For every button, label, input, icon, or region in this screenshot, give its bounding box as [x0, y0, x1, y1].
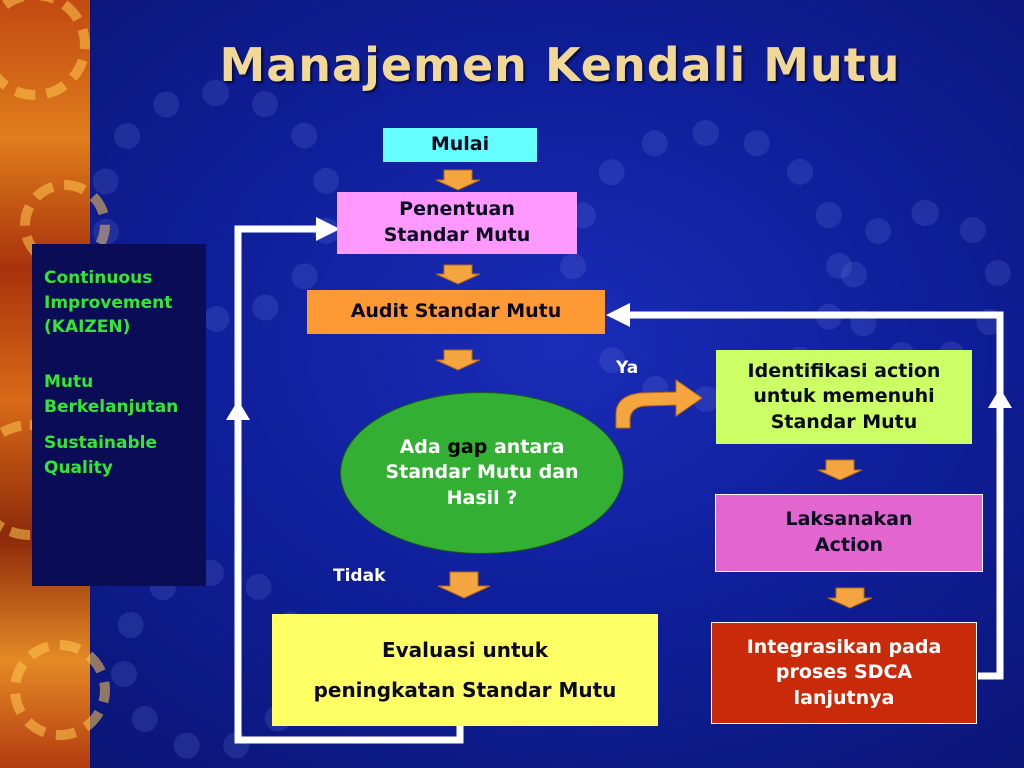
gear-icon — [0, 0, 90, 100]
node-evaluasi-line2: peningkatan Standar Mutu — [313, 678, 617, 702]
node-identifikasi-action: Identifikasi action untuk memenuhi Stand… — [716, 350, 972, 444]
loop-line-left — [234, 225, 464, 744]
curved-arrow-ya-icon — [615, 379, 703, 429]
branch-label-tidak: Tidak — [333, 566, 386, 586]
node-identifikasi-line2: untuk memenuhi — [753, 385, 935, 408]
loop-line-right — [628, 311, 1004, 680]
node-audit-label: Audit Standar Mutu — [350, 300, 562, 323]
side-text-sustainable: Sustainable — [44, 433, 157, 454]
loop-arrowhead-right-up — [988, 388, 1012, 408]
node-gap-decision: Ada gap antara Standar Mutu dan Hasil ? — [340, 392, 624, 554]
arrow-down-icon — [435, 264, 481, 285]
node-laksanakan-action: Laksanakan Action — [715, 494, 983, 572]
node-integrasikan-line2: proses SDCA — [775, 661, 913, 684]
node-evaluasi-line1: Evaluasi untuk — [381, 638, 549, 662]
node-integrasikan-line1: Integrasikan pada — [746, 635, 942, 658]
node-gap-line1: Ada gap antara — [400, 435, 565, 461]
node-penentuan-standar-mutu: Penentuan Standar Mutu — [337, 192, 577, 254]
loop-arrowhead-penentuan — [316, 217, 340, 241]
loop-arrowhead-audit — [606, 303, 630, 327]
slide-title: Manajemen Kendali Mutu — [219, 38, 901, 92]
arrow-down-icon — [817, 459, 863, 481]
side-text-berkelanjutan: Berkelanjutan — [44, 396, 179, 417]
side-text-kaizen: (KAIZEN) — [44, 317, 131, 338]
side-text-improvement: Improvement — [44, 292, 173, 313]
side-text-continuous: Continuous — [44, 268, 153, 288]
node-gap-pre: Ada — [399, 435, 448, 458]
side-panel-kaizen: Continuous Improvement (KAIZEN) Mutu Ber… — [32, 244, 206, 586]
side-text-mutu: Mutu — [44, 371, 94, 392]
node-laksanakan-line1: Laksanakan — [785, 508, 913, 531]
arrow-down-icon — [827, 587, 873, 609]
node-laksanakan-line2: Action — [814, 534, 884, 556]
node-identifikasi-line1: Identifikasi action — [747, 359, 941, 382]
node-evaluasi: Evaluasi untuk peningkatan Standar Mutu — [272, 614, 658, 726]
node-integrasikan-line3: lanjutnya — [793, 686, 895, 709]
arrow-down-icon — [435, 349, 481, 371]
branch-label-ya: Ya — [616, 358, 639, 378]
arrow-down-icon — [435, 169, 481, 191]
node-gap-post: antara — [487, 435, 565, 458]
node-mulai: Mulai — [383, 128, 537, 162]
node-penentuan-line1: Penentuan — [399, 198, 515, 221]
node-integrasikan-sdca: Integrasikan pada proses SDCA lanjutnya — [711, 622, 977, 724]
arrow-down-icon — [437, 571, 491, 599]
node-gap-line3: Hasil ? — [446, 486, 518, 509]
node-gap-word: gap — [447, 435, 488, 458]
node-mulai-label: Mulai — [430, 133, 490, 156]
node-identifikasi-line3: Standar Mutu — [770, 410, 918, 433]
loop-arrowhead-left-up — [226, 400, 250, 420]
gear-icon — [10, 640, 110, 740]
side-text-quality: Quality — [44, 457, 113, 478]
node-penentuan-line2: Standar Mutu — [383, 224, 531, 246]
node-audit-standar-mutu: Audit Standar Mutu — [307, 290, 605, 334]
node-gap-line2: Standar Mutu dan — [385, 461, 579, 484]
